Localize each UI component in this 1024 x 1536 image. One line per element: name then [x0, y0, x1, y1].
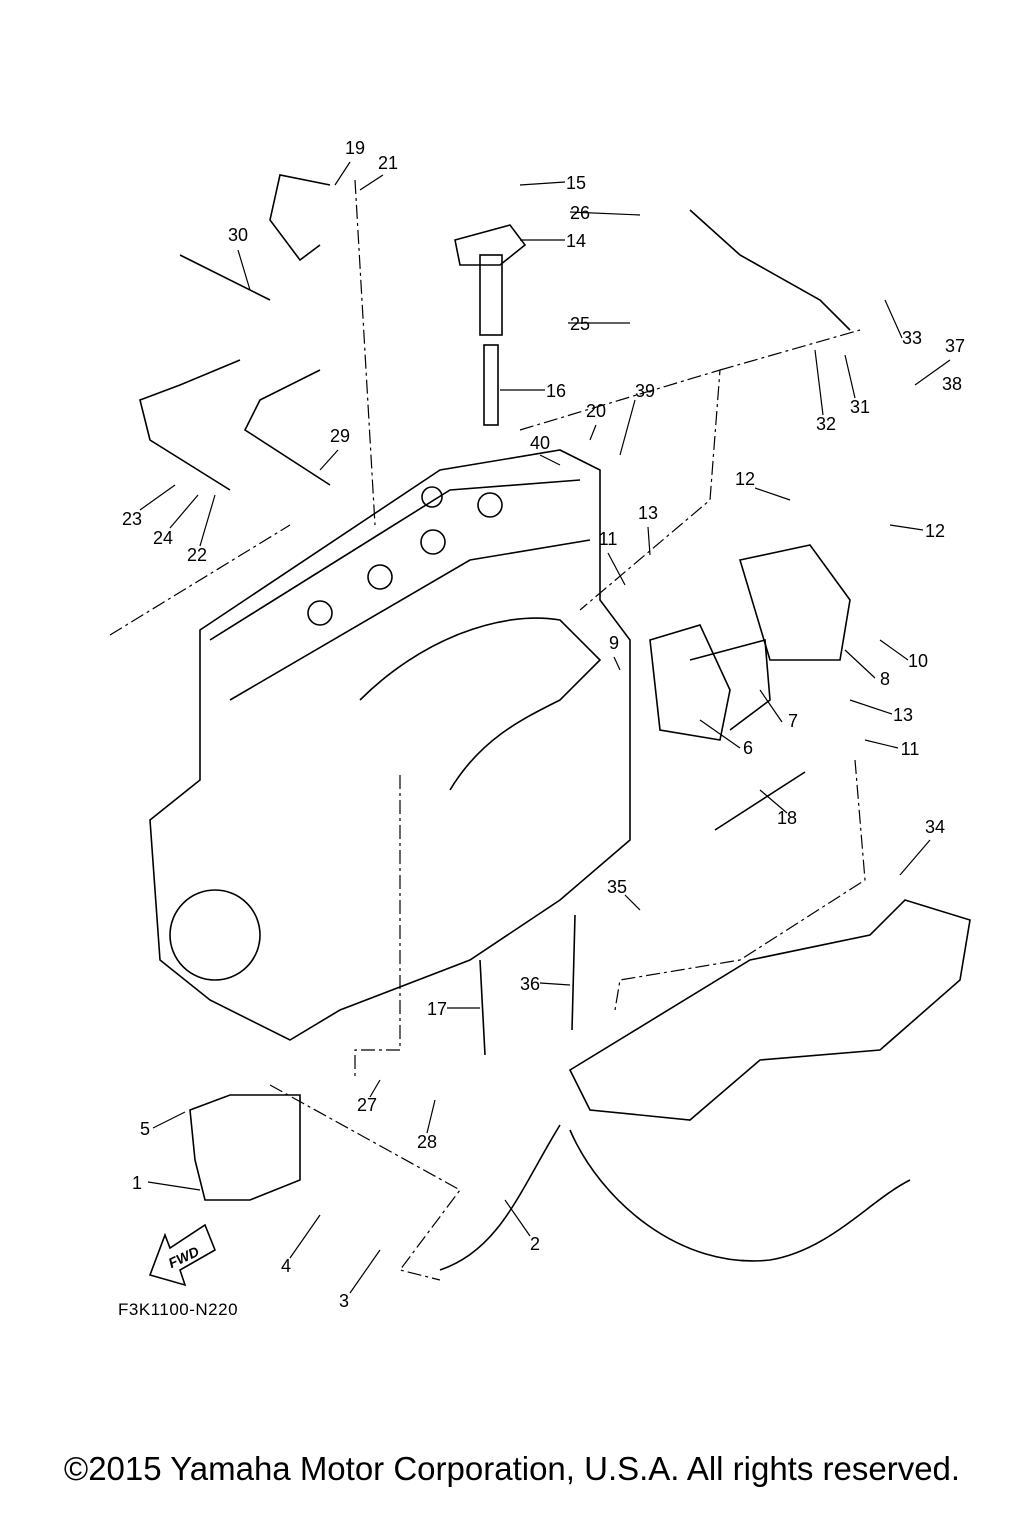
callout-13b: 13: [893, 705, 913, 725]
callout-33: 33: [902, 328, 922, 348]
fwd-arrow-icon: FWD: [148, 1223, 217, 1287]
ignition-coil: [454, 224, 527, 426]
callout-9: 9: [609, 633, 619, 653]
callout-40: 40: [530, 433, 550, 453]
drawing-code: F3K1100-N220: [118, 1300, 239, 1319]
callout-19: 19: [345, 138, 365, 158]
callout-34: 34: [925, 817, 945, 837]
throttle-cable: [439, 1124, 911, 1271]
callout-22: 22: [187, 545, 207, 565]
callout-25: 25: [570, 314, 590, 334]
callout-35: 35: [607, 877, 627, 897]
callout-14: 14: [566, 231, 586, 251]
callout-21: 21: [378, 153, 398, 173]
callout-8: 8: [880, 669, 890, 689]
callout-20: 20: [586, 401, 606, 421]
callout-29: 29: [330, 426, 350, 446]
leader-lines: [139, 161, 951, 1294]
callout-1: 1: [132, 1173, 142, 1193]
parts-diagram: 19 21 15 26 14 30 25 33 37 16 38 31 32 3…: [109, 138, 971, 1311]
o2-sensor-harness: [269, 174, 331, 262]
callout-6: 6: [743, 738, 753, 758]
callout-2: 2: [530, 1234, 540, 1254]
intake-sensor-harness: [139, 359, 241, 491]
callout-38: 38: [942, 374, 962, 394]
callout-23: 23: [122, 509, 142, 529]
main-harness: [689, 209, 851, 331]
callout-30: 30: [228, 225, 248, 245]
callout-7: 7: [788, 711, 798, 731]
ecu-unit: [649, 544, 851, 741]
exhaust-manifold: [568, 899, 971, 1121]
callout-12b: 12: [925, 521, 945, 541]
callout-24: 24: [153, 528, 173, 548]
stud-bolt-18: [714, 771, 806, 831]
callout-31: 31: [850, 397, 870, 417]
callout-16: 16: [546, 381, 566, 401]
callout-5: 5: [140, 1119, 150, 1139]
engine-block: [149, 449, 631, 1041]
callout-28: 28: [417, 1132, 437, 1152]
reference-lines: [109, 179, 866, 1281]
callout-10: 10: [908, 651, 928, 671]
callout-11a: 11: [599, 529, 618, 549]
cable-tie-36: [571, 914, 576, 1031]
throttle-body: [189, 1094, 301, 1201]
callout-36: 36: [520, 974, 540, 994]
callout-4: 4: [281, 1256, 291, 1276]
copyright-notice: ©2015 Yamaha Motor Corporation, U.S.A. A…: [63, 1450, 961, 1487]
callout-37: 37: [945, 336, 965, 356]
callout-39: 39: [635, 381, 655, 401]
cable-tie-30: [179, 254, 271, 301]
callout-18: 18: [777, 808, 797, 828]
cable-tie-17: [479, 959, 486, 1056]
callout-15: 15: [566, 173, 586, 193]
callout-27: 27: [357, 1095, 377, 1115]
callout-3: 3: [339, 1291, 349, 1311]
callout-17: 17: [427, 999, 447, 1019]
callout-32: 32: [816, 414, 836, 434]
callout-13a: 13: [638, 503, 658, 523]
callout-12a: 12: [735, 469, 755, 489]
callout-11b: 11: [901, 739, 920, 759]
callout-labels: 19 21 15 26 14 30 25 33 37 16 38 31 32 3…: [122, 138, 965, 1311]
